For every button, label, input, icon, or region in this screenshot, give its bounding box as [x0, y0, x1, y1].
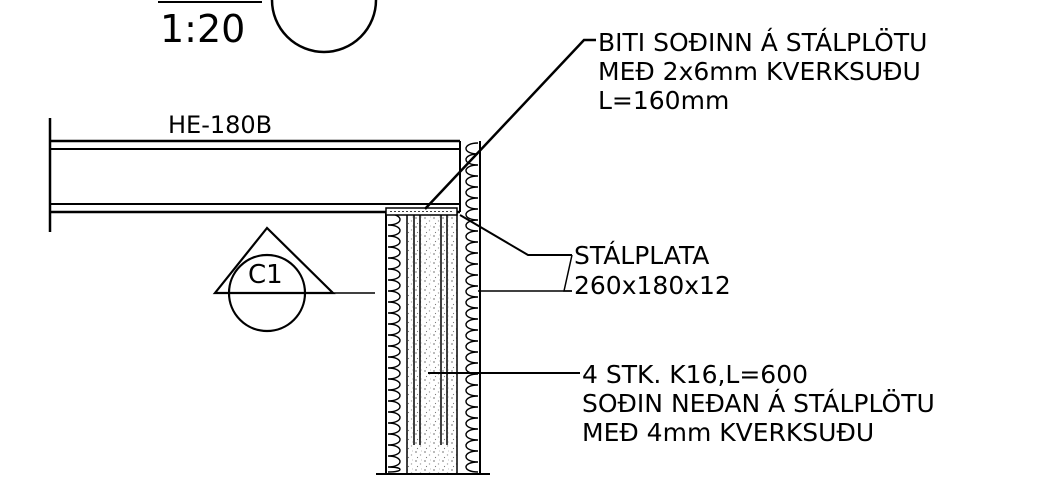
steel-plate [385, 207, 458, 216]
steel-plate-body [385, 207, 458, 216]
scale-arc [270, 0, 378, 54]
scale-indicator: 1:20 [158, 0, 378, 54]
leader-lines [424, 38, 596, 374]
concrete-column [376, 141, 490, 475]
anchor-bars [413, 215, 448, 445]
insulation-wave [387, 213, 401, 473]
weld-bar-leader [424, 38, 596, 210]
section-marker: C1 [212, 226, 375, 333]
beam-profile-label: HE-180B [168, 111, 272, 139]
note-steel-plate: STÁLPLATA 260x180x12 [574, 241, 731, 300]
note-line: BITI SOÐINN Á STÁLPLÖTU [598, 28, 927, 57]
column-core-fill [407, 212, 457, 474]
note-weld-bar: BITI SOÐINN Á STÁLPLÖTU MEÐ 2x6mm KVERKS… [598, 28, 927, 115]
plate-dimension-tick [563, 254, 573, 292]
insulation-right [465, 142, 479, 473]
insulation-left [387, 213, 401, 473]
note-line: SOÐIN NEÐAN Á STÁLPLÖTU [582, 389, 935, 418]
note-line: MEÐ 4mm KVERKSUÐU [582, 418, 874, 447]
note-line: 260x180x12 [574, 271, 731, 300]
note-line: MEÐ 2x6mm KVERKSUÐU [598, 57, 921, 86]
note-line: L=160mm [598, 86, 729, 115]
insulation-wave [465, 142, 479, 473]
steel-plate-leader [459, 214, 572, 256]
note-anchors: 4 STK. K16,L=600 SOÐIN NEÐAN Á STÁLPLÖTU… [582, 360, 935, 447]
scale-label: 1:20 [160, 7, 245, 51]
section-marker-label: C1 [248, 260, 283, 290]
note-line: 4 STK. K16,L=600 [582, 360, 808, 389]
note-line: STÁLPLATA [574, 241, 709, 270]
